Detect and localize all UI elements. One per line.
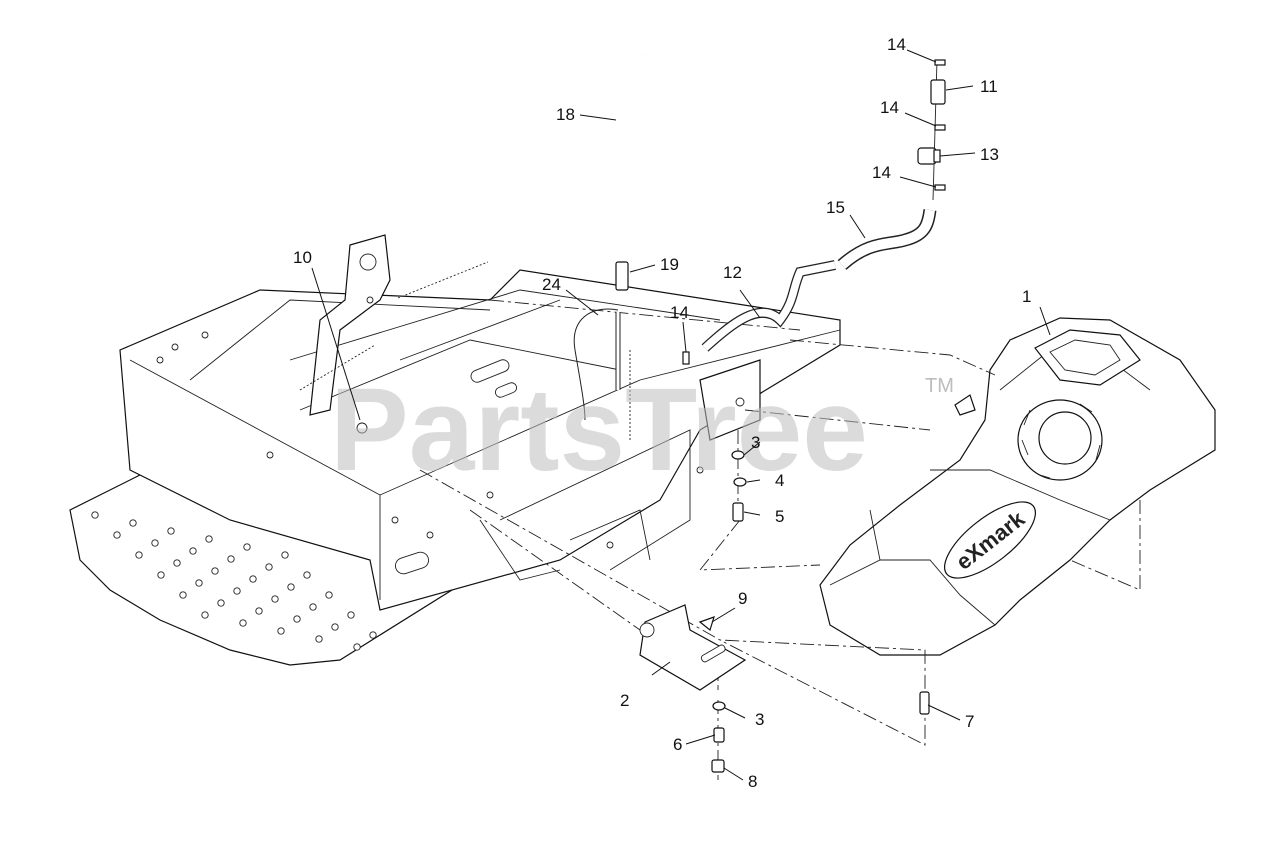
plate-stud bbox=[151, 539, 159, 547]
callout-7: 7 bbox=[965, 712, 974, 731]
plate-stud bbox=[331, 623, 339, 631]
callout-15: 15 bbox=[826, 198, 845, 217]
plate-stud bbox=[205, 535, 213, 543]
plate-stud bbox=[277, 627, 285, 635]
plate-stud bbox=[315, 635, 323, 643]
plate-stud bbox=[201, 611, 209, 619]
plate-stud bbox=[287, 583, 295, 591]
callout-8: 8 bbox=[748, 772, 757, 791]
plate-stud bbox=[135, 551, 143, 559]
plate-stud bbox=[239, 619, 247, 627]
plate-stud bbox=[325, 591, 333, 599]
callout-14-low: 14 bbox=[872, 163, 891, 182]
plate-stud bbox=[91, 511, 99, 519]
plate-stud bbox=[303, 571, 311, 579]
callout-6: 6 bbox=[673, 735, 682, 754]
callout-11: 11 bbox=[980, 77, 998, 96]
plate-stud bbox=[227, 555, 235, 563]
plate-stud bbox=[217, 599, 225, 607]
fuel-tank: eXmark bbox=[819, 317, 1216, 656]
plate-stud bbox=[211, 567, 219, 575]
callout-10: 10 bbox=[293, 248, 312, 267]
callout-4: 4 bbox=[775, 471, 784, 490]
plate-stud bbox=[369, 631, 377, 639]
callout-14-mid: 14 bbox=[880, 98, 899, 117]
callout-2: 2 bbox=[620, 691, 629, 710]
watermark-tm: TM bbox=[925, 375, 954, 397]
callout-13: 13 bbox=[980, 145, 999, 164]
assembly-lines bbox=[419, 299, 1141, 780]
plate-stud bbox=[173, 559, 181, 567]
callout-1: 1 bbox=[1022, 287, 1031, 306]
callout-14-frame: 14 bbox=[670, 303, 689, 322]
plate-stud bbox=[265, 563, 273, 571]
plate-stud bbox=[255, 607, 263, 615]
callout-5: 5 bbox=[775, 507, 784, 526]
plate-stud bbox=[309, 603, 317, 611]
fuel-hoses bbox=[356, 52, 946, 773]
plate-stud bbox=[157, 571, 165, 579]
callout-18: 18 bbox=[556, 105, 575, 124]
callout-19: 19 bbox=[660, 255, 679, 274]
plate-stud bbox=[167, 527, 175, 535]
main-frame bbox=[119, 234, 841, 611]
plate-stud bbox=[249, 575, 257, 583]
plate-stud bbox=[243, 543, 251, 551]
callout-3-lower: 3 bbox=[755, 710, 764, 729]
plate-stud bbox=[347, 611, 355, 619]
plate-stud bbox=[233, 587, 241, 595]
callout-14-top: 14 bbox=[887, 35, 906, 54]
plate-stud bbox=[353, 643, 361, 651]
plate-stud bbox=[189, 547, 197, 555]
plate-stud bbox=[195, 579, 203, 587]
callout-12: 12 bbox=[723, 263, 742, 282]
callout-9: 9 bbox=[738, 589, 747, 608]
plate-stud bbox=[293, 615, 301, 623]
plate-stud bbox=[113, 531, 121, 539]
callout-24: 24 bbox=[542, 275, 561, 294]
plate-stud bbox=[281, 551, 289, 559]
watermark: PartsTree bbox=[330, 364, 868, 496]
callout-3-upper: 3 bbox=[751, 433, 760, 452]
leader-lines bbox=[311, 49, 1051, 781]
plate-stud bbox=[129, 519, 137, 527]
plate-stud bbox=[179, 591, 187, 599]
callout-labels: 1 2 3 3 4 5 6 7 8 9 10 11 12 13 14 14 14… bbox=[293, 35, 1031, 791]
plate-stud bbox=[271, 595, 279, 603]
